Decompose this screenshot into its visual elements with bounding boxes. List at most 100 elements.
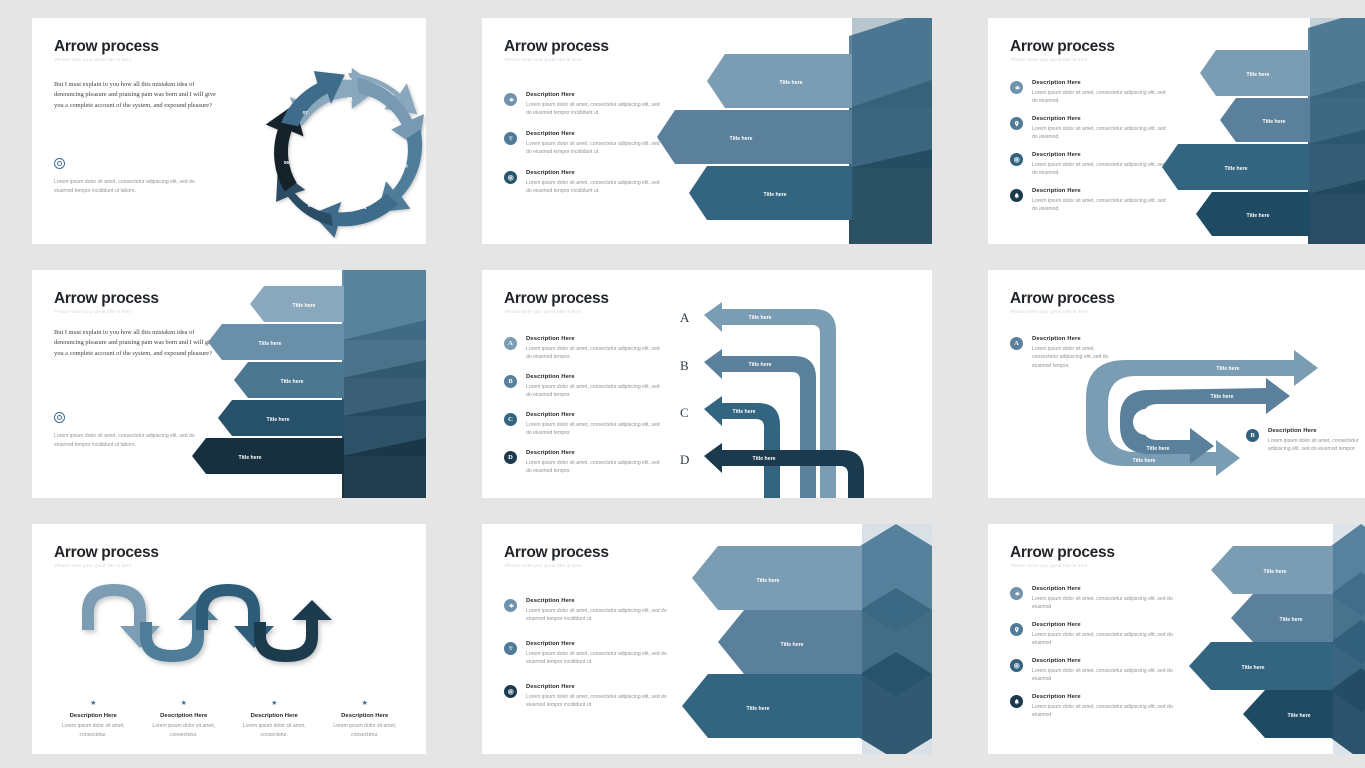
slide-funnel-five[interactable]: Arrow process Please write your great ti…: [32, 270, 426, 498]
hook-letter-c: C: [680, 405, 689, 420]
list-item[interactable]: Description Here Lorem ipsum dolor sit a…: [1010, 586, 1180, 612]
hook-arrow-d[interactable]: Title here: [704, 443, 864, 498]
item-heading: Description Here: [526, 92, 575, 98]
list-item[interactable]: Description Here Lorem ipsum dolor sit a…: [1010, 622, 1180, 648]
list-item[interactable]: Description Here Lorem ipsum dolor sit a…: [1010, 658, 1180, 684]
funnel-bar[interactable]: Title here: [657, 110, 852, 164]
list-item[interactable]: Description Here Lorem ipsum dolor sit a…: [504, 684, 678, 710]
funnel-bar-label: Title here: [259, 341, 282, 347]
slide-circular-process[interactable]: Arrow process Please write your great ti…: [32, 18, 426, 244]
badge-letter-a: A: [504, 337, 517, 350]
slide-hex-funnel-three[interactable]: Arrow process Please write your great ti…: [482, 524, 932, 754]
ring-segment-03[interactable]: 03: [377, 129, 423, 213]
funnel-bar[interactable]: Title here: [689, 166, 852, 220]
list-item[interactable]: Description Here Lorem ipsum dolor sit a…: [1010, 80, 1169, 106]
list-item[interactable]: Description Here Lorem ipsum dolor sit a…: [504, 170, 666, 196]
ring-segment-04[interactable]: 04: [312, 193, 399, 238]
u-arrow-outer[interactable]: Title here Title here: [1086, 350, 1318, 476]
funnel-bar[interactable]: Title here: [1196, 192, 1310, 236]
page-subtitle: Please write your great title is here: [55, 563, 132, 568]
hex-funnel-bar[interactable]: Title here: [1231, 594, 1333, 642]
badge-label: D: [508, 454, 513, 461]
step-cell[interactable]: ★ Description Here Lorem ipsum dolor sit…: [142, 700, 226, 740]
item-body: Lorem ipsum dolor sit amet, consectetur …: [1032, 89, 1166, 105]
hex-column-4: [1331, 668, 1365, 754]
diamond-icon: [504, 132, 517, 145]
hook-arrow-b[interactable]: Title here: [704, 349, 816, 498]
funnel-bar[interactable]: Title here: [1162, 144, 1310, 190]
list-item[interactable]: Description Here Lorem ipsum dolor sit a…: [1010, 694, 1180, 720]
hex-funnel-bar[interactable]: Title here: [1211, 546, 1333, 594]
lead-paragraph: But I must explain to you how all this m…: [54, 81, 216, 109]
funnel-bar[interactable]: Title here: [208, 324, 344, 360]
item-heading: Description Here: [526, 170, 575, 176]
slide-hooked-arrows[interactable]: Arrow process Please write your great ti…: [482, 270, 932, 498]
funnel-bar[interactable]: Title here: [1220, 98, 1310, 142]
u-arrow-label: Title here: [1133, 458, 1156, 464]
hook-arrow-c[interactable]: Title here: [704, 396, 780, 498]
list-item[interactable]: Description Here Lorem ipsum dolor sit a…: [504, 641, 678, 667]
u-arrow-label: Title here: [1147, 446, 1170, 452]
list-item[interactable]: Description Here Lorem ipsum dolor sit a…: [504, 92, 666, 118]
slide-funnel-three[interactable]: Arrow process Please write your great ti…: [482, 18, 932, 244]
list-item[interactable]: C Description Here Lorem ipsum dolor sit…: [504, 412, 666, 438]
badge-letter-b: B: [504, 375, 517, 388]
funnel-bar[interactable]: Title here: [707, 54, 852, 108]
funnel-bar[interactable]: Title here: [234, 362, 344, 398]
funnel-bar-label: Title here: [293, 303, 316, 309]
step-cell[interactable]: ★ Description Here Lorem ipsum dolor sit…: [323, 700, 407, 740]
funnel-bar[interactable]: Title here: [218, 400, 344, 436]
slide-interlocked-arrows[interactable]: Arrow process Please write your great ti…: [988, 270, 1365, 498]
step-cell[interactable]: ★ Description Here Lorem ipsum dolor sit…: [232, 700, 316, 740]
target-icon: [54, 158, 65, 169]
item-heading: Description Here: [1032, 152, 1081, 158]
funnel-bar[interactable]: Title here: [1200, 50, 1310, 96]
wave-segment-4[interactable]: [254, 600, 332, 662]
slide-wave-arrows[interactable]: Arrow process Please write your great ti…: [32, 524, 426, 754]
list-item[interactable]: A Description Here Lorem ipsum dolor sit…: [1010, 336, 1122, 371]
page-subtitle: Please write your great title is here: [1011, 563, 1088, 568]
funnel-wedge-4: [342, 400, 426, 456]
item-body: Lorem ipsum dolor sit amet, consectetur …: [1032, 161, 1166, 177]
item-heading: Description Here: [526, 598, 575, 604]
item-heading: Description Here: [526, 336, 575, 342]
list-item[interactable]: Description Here Lorem ipsum dolor sit a…: [1010, 152, 1169, 178]
ring-segment-06[interactable]: 06: [265, 103, 304, 192]
target-icon: [1010, 153, 1023, 166]
step-cell[interactable]: ★ Description Here Lorem ipsum dolor sit…: [51, 700, 135, 740]
list-item[interactable]: D Description Here Lorem ipsum dolor sit…: [504, 450, 666, 476]
item-heading: Description Here: [526, 374, 575, 380]
item-heading: Description Here: [1032, 80, 1081, 86]
list-item[interactable]: A Description Here Lorem ipsum dolor sit…: [504, 336, 666, 362]
funnel-bar[interactable]: Title here: [250, 286, 344, 322]
funnel-bar[interactable]: Title here: [192, 438, 344, 474]
list-item[interactable]: Description Here Lorem ipsum dolor sit a…: [1010, 116, 1169, 142]
ring-segment-02[interactable]: 02: [356, 78, 424, 149]
hex-funnel-bar[interactable]: Title here: [1189, 642, 1333, 690]
hex-funnel-bar[interactable]: Title here: [718, 610, 862, 674]
u-arrow-inner[interactable]: Title here Title here: [1120, 378, 1290, 464]
target-icon: [504, 685, 517, 698]
item-heading: Description Here: [1268, 428, 1317, 434]
funnel-wedge-top: [849, 18, 932, 108]
hex-funnel-bar[interactable]: Title here: [1243, 690, 1333, 738]
hook-arrow-a[interactable]: Title here: [704, 302, 836, 498]
list-item[interactable]: Description Here Lorem ipsum dolor sit a…: [504, 598, 678, 624]
gear-icon: [504, 93, 517, 106]
list-item[interactable]: B Description Here Lorem ipsum dolor sit…: [1246, 428, 1360, 454]
list-item[interactable]: Description Here Lorem ipsum dolor sit a…: [1010, 188, 1169, 214]
hex-funnel-bar[interactable]: Title here: [692, 546, 862, 610]
list-item[interactable]: Description Here Lorem ipsum dolor sit a…: [504, 131, 666, 157]
item-heading: Description Here: [526, 641, 575, 647]
badge-letter-c: C: [504, 413, 517, 426]
badge-letter-b: B: [1246, 429, 1259, 442]
list-item[interactable]: B Description Here Lorem ipsum dolor sit…: [504, 374, 666, 400]
funnel-wedge-2: [1308, 80, 1365, 144]
slide-hex-funnel-four[interactable]: Arrow process Please write your great ti…: [988, 524, 1365, 754]
description-list: A Description Here Lorem ipsum dolor sit…: [504, 336, 666, 486]
hex-funnel-bar[interactable]: Title here: [682, 674, 862, 738]
slide-funnel-four[interactable]: Arrow process Please write your great ti…: [988, 18, 1365, 244]
ring-segment-07[interactable]: 07: [281, 71, 345, 127]
diamond-icon: [504, 642, 517, 655]
